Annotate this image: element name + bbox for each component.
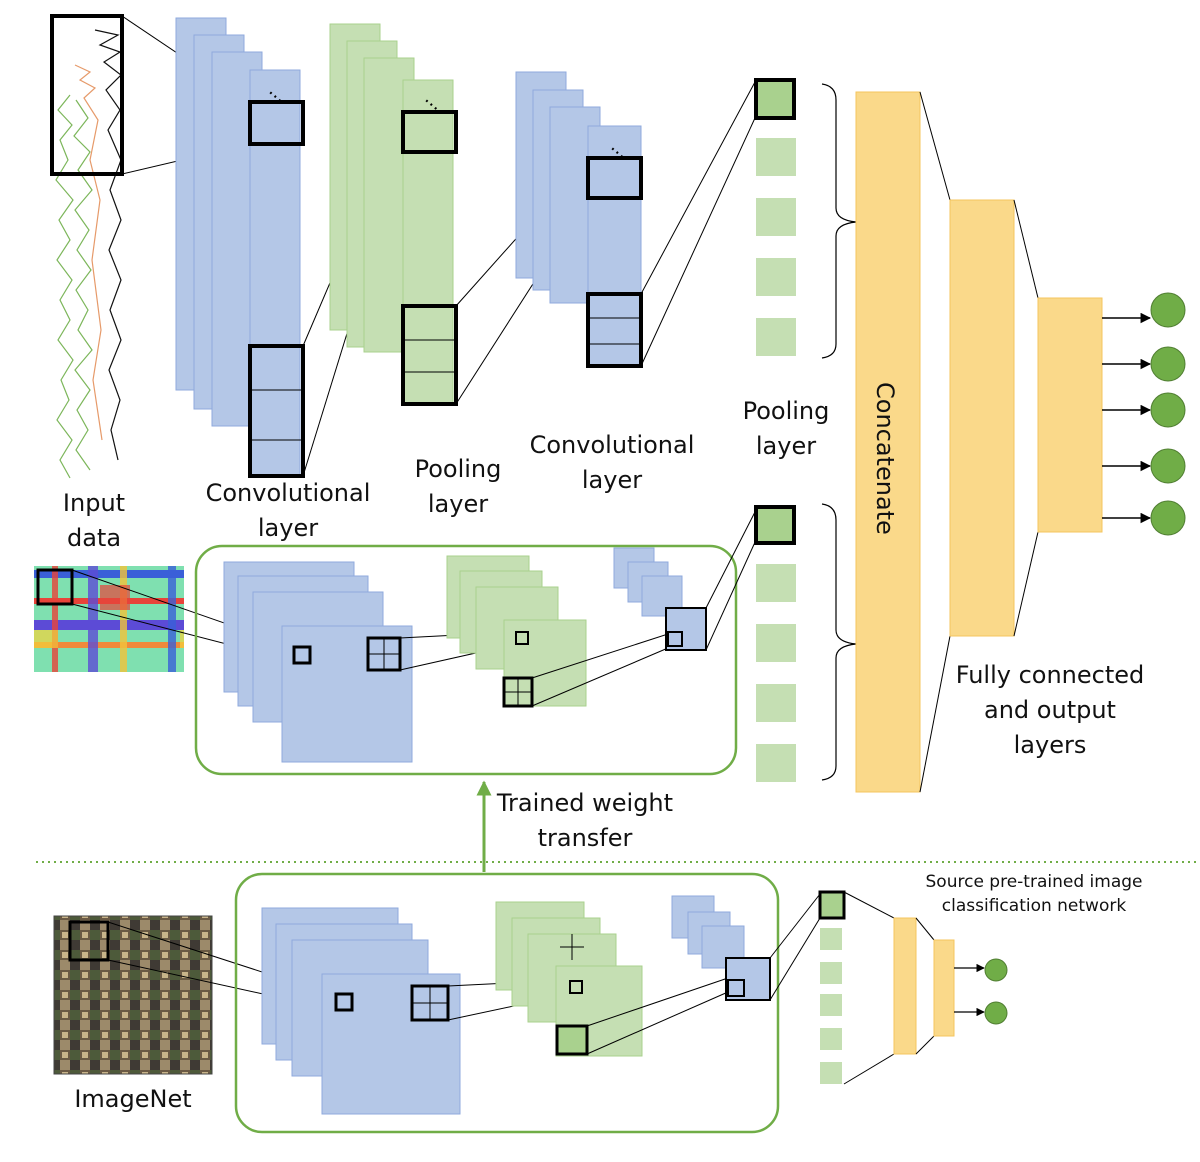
source-network-label-line: classification network bbox=[941, 896, 1127, 916]
src-pool-stack bbox=[495, 901, 643, 1057]
heatmap-input bbox=[34, 566, 184, 672]
pool1-output-window bbox=[401, 304, 458, 406]
src-conv2-stack bbox=[671, 895, 771, 1001]
pool2-cell bbox=[756, 318, 796, 356]
conv1-output-window bbox=[248, 344, 305, 478]
trained-weight-transfer-label-line: transfer bbox=[537, 824, 633, 852]
fc-layer-2 bbox=[1037, 297, 1103, 533]
pool2-cell bbox=[756, 138, 796, 176]
pool1-kernel bbox=[401, 110, 458, 154]
fully-connected-label-line: layers bbox=[1013, 731, 1087, 759]
conv1-stack: ... bbox=[175, 17, 305, 478]
signal-trace-orange bbox=[74, 64, 103, 441]
conv2-stack: ... bbox=[515, 71, 643, 368]
imagenet-image bbox=[53, 915, 213, 1075]
imagenet-window-box bbox=[68, 920, 110, 962]
mid-conv-kernel bbox=[292, 645, 312, 665]
signal-trace-green-2 bbox=[73, 99, 93, 471]
signal-window-box bbox=[50, 14, 124, 176]
fully-connected-label-line: Fully connected bbox=[955, 661, 1145, 689]
conv-layer-2-label-line: Convolutional bbox=[529, 431, 695, 459]
conv2-map bbox=[587, 125, 642, 367]
conv2-kernel bbox=[586, 156, 643, 200]
conv-layer-1-label-line: Convolutional bbox=[205, 479, 371, 507]
output-node bbox=[1150, 346, 1186, 382]
pooling-layer-1-label-line: layer bbox=[427, 490, 489, 518]
input-signal bbox=[50, 14, 124, 479]
pooling-layer-1-label: Pooling layer bbox=[398, 452, 518, 522]
pool2-cell bbox=[756, 564, 796, 602]
brace-top bbox=[821, 83, 857, 359]
trained-weight-transfer-label-line: Trained weight bbox=[496, 789, 674, 817]
conv-layer-2-label-line: layer bbox=[581, 466, 643, 494]
fully-connected-label: Fully connected and output layers bbox=[950, 658, 1150, 763]
pool2-cell bbox=[756, 744, 796, 782]
src-dense-head bbox=[893, 917, 1008, 1055]
input-data-label-line: Input bbox=[62, 489, 126, 517]
conv1-map bbox=[249, 69, 301, 477]
source-network-box bbox=[234, 872, 780, 1134]
src-output-node bbox=[984, 1001, 1008, 1025]
conv2-output-window bbox=[586, 292, 643, 368]
output-node bbox=[1150, 448, 1186, 484]
fully-connected-label-line: and output bbox=[984, 696, 1116, 724]
signal-trace-green bbox=[55, 94, 74, 479]
concatenate-block bbox=[855, 91, 921, 793]
pooling-layer-2-label-line: Pooling bbox=[742, 397, 830, 425]
pool2-column-bottom bbox=[754, 503, 857, 782]
mid-pool-kernel bbox=[515, 631, 529, 645]
pool2-cell bbox=[756, 684, 796, 722]
pool2-cell bbox=[754, 78, 796, 120]
mid-conv2-output bbox=[665, 607, 707, 651]
dense-head bbox=[855, 91, 1186, 793]
pool2-cell bbox=[756, 624, 796, 662]
src-pool2-column bbox=[818, 890, 846, 1084]
source-network-label-line: Source pre-trained image bbox=[925, 872, 1143, 892]
heatmap-window-box bbox=[36, 568, 74, 606]
output-node bbox=[1150, 292, 1186, 328]
trained-weight-transfer-label: Trained weight transfer bbox=[490, 786, 680, 856]
imagenet-label: ImageNet bbox=[74, 1085, 192, 1113]
mid-conv2-stack bbox=[613, 547, 707, 651]
pool2-column-top bbox=[754, 78, 857, 359]
mid-conv-stack bbox=[223, 561, 413, 763]
transfer-target-box bbox=[194, 544, 738, 776]
brace-bottom bbox=[821, 503, 857, 781]
output-node bbox=[1150, 392, 1186, 428]
conv-layer-1-label: Convolutional layer bbox=[198, 476, 378, 546]
concatenate-label: Concatenate bbox=[871, 382, 899, 535]
src-output-node bbox=[984, 958, 1008, 982]
fc-layer-1 bbox=[949, 199, 1015, 637]
mid-pool-stack bbox=[446, 555, 587, 708]
pool1-stack: ... bbox=[329, 23, 458, 406]
src-conv-stack bbox=[261, 907, 461, 1115]
pooling-layer-2-label-line: layer bbox=[755, 432, 817, 460]
pool2-cell bbox=[756, 198, 796, 236]
source-network-label: Source pre-trained image classification … bbox=[912, 870, 1156, 918]
input-data-label-line: data bbox=[66, 524, 122, 552]
pool2-cell bbox=[754, 505, 796, 545]
conv-layer-2-label: Convolutional layer bbox=[522, 428, 702, 498]
pooling-layer-2-label: Pooling layer bbox=[726, 394, 846, 464]
pool1-map bbox=[402, 79, 454, 405]
conv1-kernel bbox=[248, 100, 305, 146]
input-data-label: Input data bbox=[44, 486, 144, 556]
pool2-cell bbox=[756, 258, 796, 296]
conv-layer-1-label-line: layer bbox=[257, 514, 319, 542]
output-node bbox=[1150, 500, 1186, 536]
pooling-layer-1-label-line: Pooling bbox=[414, 455, 502, 483]
